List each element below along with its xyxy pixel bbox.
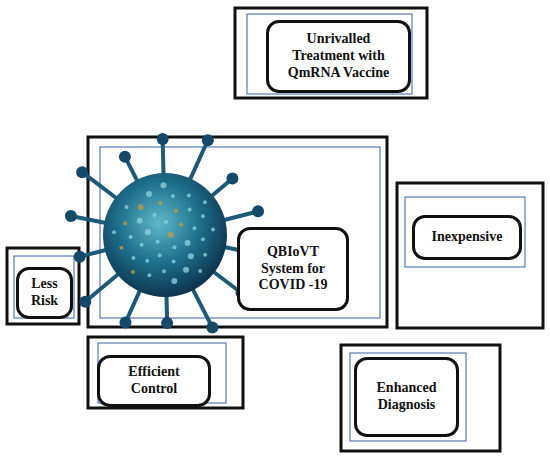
box-label: Efficient Control (107, 364, 201, 398)
virus-dot (147, 273, 151, 277)
virus-dot (179, 223, 183, 227)
virus-dot (198, 269, 202, 273)
virus-dot (123, 221, 127, 225)
virus-dot (164, 220, 168, 224)
virus-dot (158, 201, 162, 205)
spike-head (161, 317, 173, 329)
virus-illustration (65, 133, 264, 334)
virus-dot (171, 278, 177, 284)
rounded-box: Enhanced Diagnosis (354, 357, 459, 437)
box-label: QBIoVT System for COVID -19 (247, 244, 339, 294)
virus-body (103, 173, 227, 297)
virus-dot (124, 205, 128, 209)
spike-head (157, 133, 169, 145)
virus-dot (119, 246, 123, 250)
virus-dot (138, 204, 144, 210)
virus-dot (137, 218, 143, 224)
virus-dot (131, 256, 135, 260)
spike-head (119, 151, 131, 163)
virus-dot (203, 253, 207, 257)
virus-dot (185, 240, 191, 246)
box-label: Less Risk (26, 276, 63, 310)
spike-head (252, 205, 264, 217)
virus-dot (187, 193, 191, 197)
virus-dot (112, 230, 116, 234)
virus-dot (211, 227, 215, 231)
box-label: Enhanced Diagnosis (364, 380, 449, 414)
spike-head (206, 322, 218, 334)
rounded-box: Efficient Control (97, 355, 211, 407)
rounded-box: Unrivalled Treatment with QmRNA Vaccine (266, 20, 411, 93)
spike-head (76, 166, 88, 178)
spike-head (74, 251, 86, 263)
spike-head (79, 296, 91, 308)
rounded-box: Less Risk (16, 267, 73, 319)
spike-head (226, 172, 238, 184)
virus-dot (171, 194, 175, 198)
virus-dot (201, 237, 205, 241)
virus-dot (156, 240, 160, 244)
virus-dot (129, 235, 133, 239)
virus-dot (146, 191, 152, 197)
virus-dot (152, 213, 156, 217)
virus-dot (162, 269, 166, 273)
box-label: Inexpensive (432, 229, 503, 246)
virus-dot (172, 245, 176, 249)
virus-dot (174, 209, 178, 213)
virus-dot (172, 260, 176, 264)
virus-dot (140, 243, 144, 247)
spike-stalk (85, 270, 123, 301)
virus-dot (161, 182, 167, 188)
virus-dot (168, 232, 174, 238)
virus-dot (188, 253, 194, 259)
box-label: Unrivalled Treatment with QmRNA Vaccine (276, 31, 401, 81)
virus-dot (203, 200, 207, 204)
spike-head (119, 316, 131, 328)
virus-dot (158, 253, 162, 257)
spike-head (202, 134, 214, 146)
virus-dot (145, 229, 151, 235)
virus-dot (131, 270, 135, 274)
virus-dot (201, 214, 205, 218)
virus-spikes (65, 133, 264, 334)
virus-dot (192, 226, 196, 230)
rounded-box: Inexpensive (412, 215, 522, 260)
spike-stalk (188, 140, 208, 185)
virus-dot (145, 259, 149, 263)
virus-texture (112, 182, 215, 284)
virus-dot (183, 267, 189, 273)
virus-dot (188, 208, 192, 212)
spike-stalk (190, 284, 212, 328)
frames (7, 8, 543, 451)
rounded-box: QBIoVT System for COVID -19 (237, 227, 349, 311)
spike-stalk (82, 172, 121, 202)
spike-head (65, 210, 77, 222)
